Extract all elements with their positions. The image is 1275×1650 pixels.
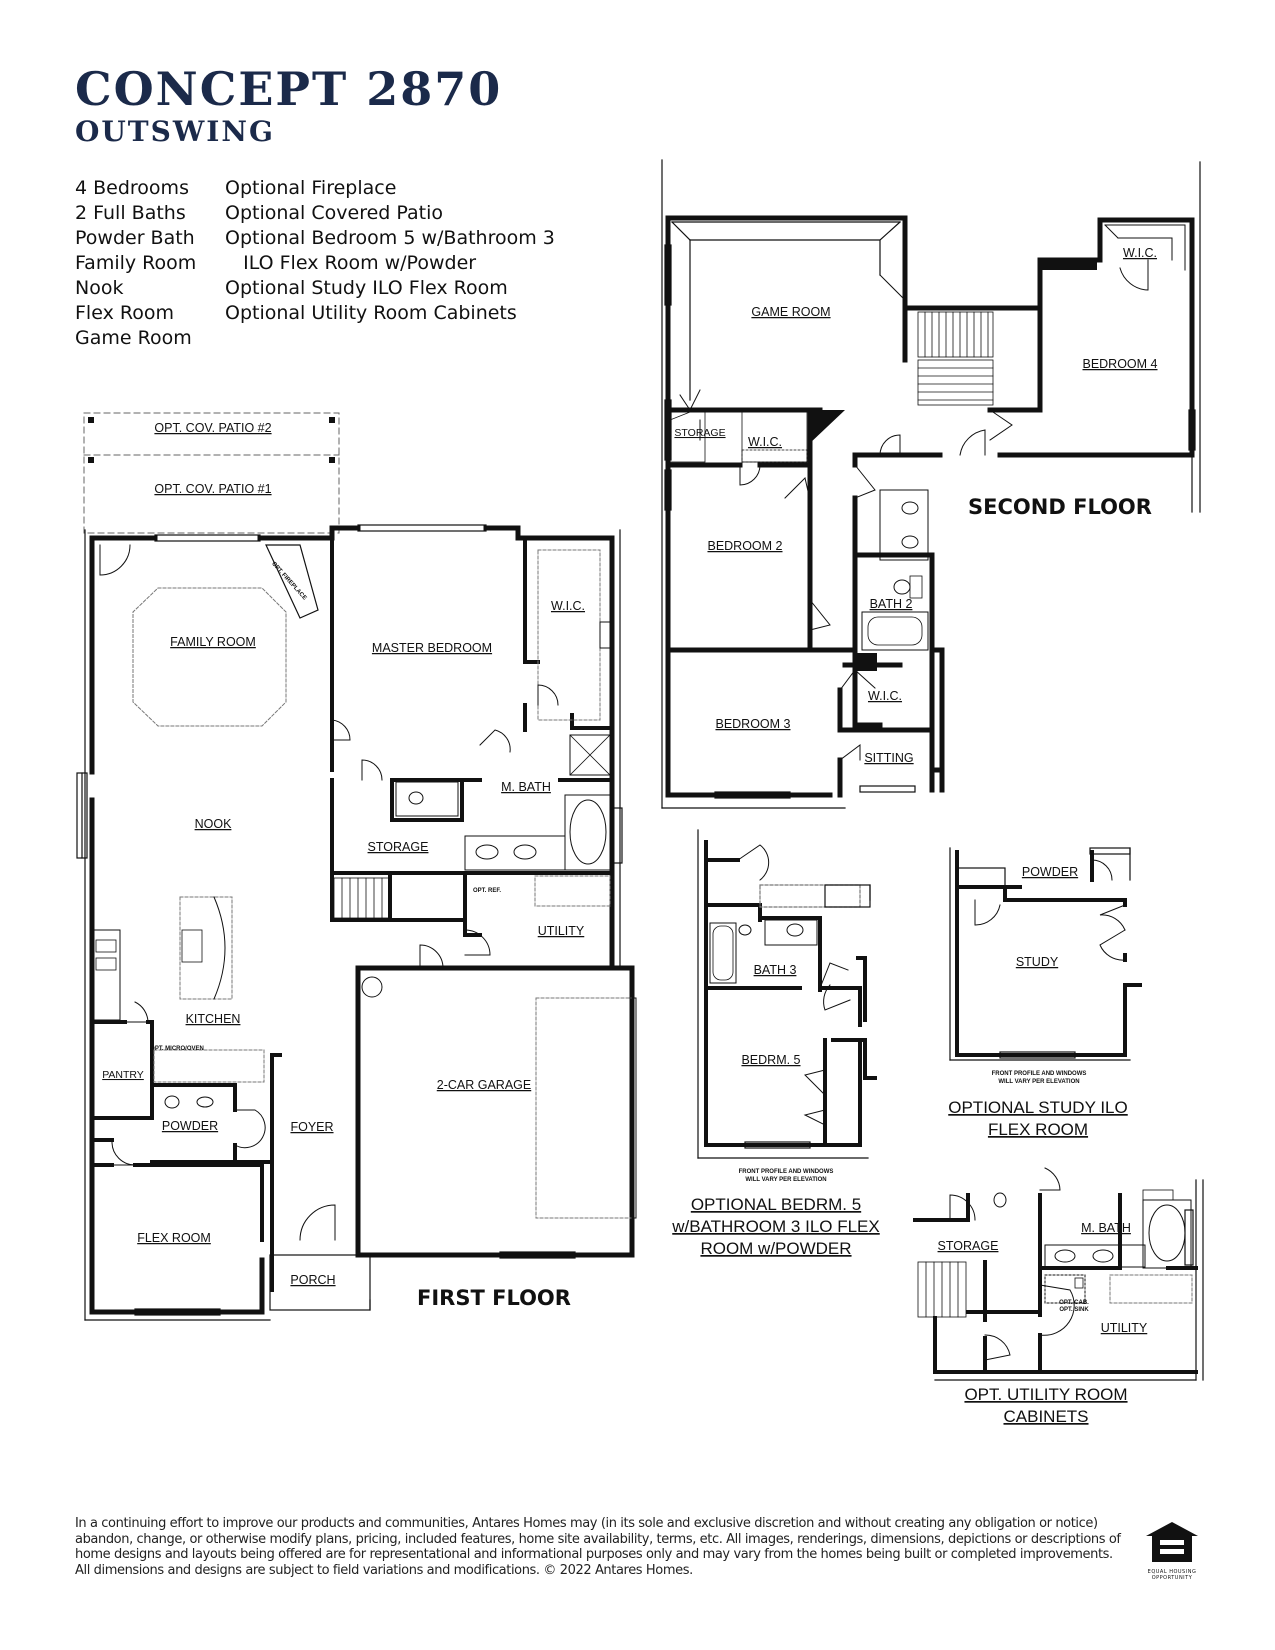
room-label-utility: UTILITY <box>538 924 585 938</box>
option-caption-line: FLEX ROOM <box>988 1120 1088 1139</box>
feature-item: 4 Bedrooms <box>75 177 189 199</box>
plan-title: CONCEPT 2870 <box>75 62 503 116</box>
feature-item: Game Room <box>75 327 192 349</box>
feature-item: Optional Bedroom 5 w/Bathroom 3 <box>225 227 555 249</box>
room-label-garage: 2-CAR GARAGE <box>437 1078 531 1092</box>
label-opt-sink: OPT. SINK <box>1059 1307 1089 1313</box>
feature-item: Flex Room <box>75 302 174 324</box>
eho-caption: OPPORTUNITY <box>1151 1575 1193 1581</box>
room-label-fireplace: OPT. FIREPLACE <box>270 561 307 601</box>
room-label-wic: W.I.C. <box>551 599 585 613</box>
room-label-storage: STORAGE <box>368 840 429 854</box>
option-utility-plan <box>913 1167 1204 1381</box>
room-label-pantry: PANTRY <box>102 1069 144 1081</box>
room-label-wic3: W.I.C. <box>868 689 902 703</box>
option-caption-line: OPT. UTILITY ROOM <box>964 1385 1127 1404</box>
feature-item: Optional Study ILO Flex Room <box>225 277 508 299</box>
equal-housing-badge: EQUAL HOUSING OPPORTUNITY <box>1143 1520 1201 1581</box>
room-label-wic1: W.I.C. <box>748 435 782 449</box>
option-caption-line: CABINETS <box>1003 1407 1088 1426</box>
note-front-profile: FRONT PROFILE AND WINDOWS <box>739 1169 834 1175</box>
feature-item: 2 Full Baths <box>75 202 186 224</box>
room-label-kitchen: KITCHEN <box>186 1012 241 1026</box>
feature-item: Optional Fireplace <box>225 177 397 199</box>
legal-disclaimer: In a continuing effort to improve our pr… <box>75 1516 1121 1578</box>
label-opt-micro: OPT. MICRO/OVEN <box>150 1046 204 1052</box>
label-opt-ref: OPT. REF. <box>473 888 501 894</box>
room-label-porch: PORCH <box>290 1273 335 1287</box>
feature-item: Optional Covered Patio <box>225 202 443 224</box>
room-label-powder: POWDER <box>162 1119 218 1133</box>
feature-item: Optional Utility Room Cabinets <box>225 302 517 324</box>
room-label-mbath: M. BATH <box>501 780 551 794</box>
room-label-wic4: W.I.C. <box>1123 246 1157 260</box>
room-label-bath3: BATH 3 <box>754 963 797 977</box>
feature-item: Powder Bath <box>75 227 195 249</box>
second-floor-labels: GAME ROOM STORAGE W.I.C. W.I.C. BEDROOM … <box>674 246 1157 765</box>
option-study-labels: POWDER STUDY FRONT PROFILE AND WINDOWS W… <box>948 865 1128 1139</box>
room-label-master: MASTER BEDROOM <box>372 641 492 655</box>
room-label-mbath2: M. BATH <box>1081 1221 1131 1235</box>
room-label-bedr5: BEDRM. 5 <box>741 1053 800 1067</box>
room-label-game: GAME ROOM <box>751 305 830 319</box>
note-elevation: WILL VARY PER ELEVATION <box>745 1177 826 1183</box>
room-label-patio2: OPT. COV. PATIO #2 <box>154 421 271 435</box>
room-label-foyer: FOYER <box>290 1120 333 1134</box>
option-caption-line: OPTIONAL BEDRM. 5 <box>691 1195 861 1214</box>
option-bedroom5-plan <box>697 829 877 1159</box>
features-list-left: 4 Bedrooms 2 Full Baths Powder Bath Fami… <box>75 176 196 351</box>
room-label-study: STUDY <box>1016 955 1059 969</box>
room-label-bed2: BEDROOM 2 <box>707 539 782 553</box>
feature-item: ILO Flex Room w/Powder <box>225 252 477 274</box>
room-label-storage2: STORAGE <box>674 427 725 439</box>
option-caption-line: OPTIONAL STUDY ILO <box>948 1098 1128 1117</box>
first-floor-title: FIRST FLOOR <box>417 1286 571 1310</box>
first-floor-labels: OPT. COV. PATIO #2 OPT. COV. PATIO #1 OP… <box>102 421 585 1310</box>
note-front-profile: FRONT PROFILE AND WINDOWS <box>992 1071 1087 1077</box>
second-floor-plan <box>661 159 1201 809</box>
room-label-utility2: UTILITY <box>1101 1321 1148 1335</box>
room-label-bed4: BEDROOM 4 <box>1082 357 1157 371</box>
option-utility-labels: STORAGE M. BATH UTILITY OPT. CAB. OPT. S… <box>938 1221 1148 1426</box>
features-list-right: Optional Fireplace Optional Covered Pati… <box>225 176 555 326</box>
option-study-plan <box>949 847 1142 1061</box>
eho-caption: EQUAL HOUSING <box>1147 1569 1197 1575</box>
room-label-family: FAMILY ROOM <box>170 635 256 649</box>
feature-item: Family Room <box>75 252 197 274</box>
room-label-storage3: STORAGE <box>938 1239 999 1253</box>
plan-subtitle: OUTSWING <box>75 115 275 148</box>
room-label-patio1: OPT. COV. PATIO #1 <box>154 482 271 496</box>
option-caption-line: ROOM w/POWDER <box>700 1239 851 1258</box>
second-floor-title: SECOND FLOOR <box>968 495 1152 519</box>
room-label-powder2: POWDER <box>1022 865 1078 879</box>
room-label-nook: NOOK <box>195 817 232 831</box>
label-opt-cab: OPT. CAB. <box>1059 1300 1089 1306</box>
note-elevation: WILL VARY PER ELEVATION <box>998 1079 1079 1085</box>
room-label-flex: FLEX ROOM <box>137 1231 211 1245</box>
option-caption-line: w/BATHROOM 3 ILO FLEX <box>671 1217 880 1236</box>
room-label-sitting: SITTING <box>864 751 913 765</box>
option-bedroom5-labels: BATH 3 BEDRM. 5 FRONT PROFILE AND WINDOW… <box>671 963 880 1258</box>
equal-housing-icon <box>1146 1522 1198 1562</box>
feature-item: Nook <box>75 277 124 299</box>
room-label-bed3: BEDROOM 3 <box>715 717 790 731</box>
room-label-bath2: BATH 2 <box>870 597 913 611</box>
first-floor-plan <box>76 412 637 1321</box>
